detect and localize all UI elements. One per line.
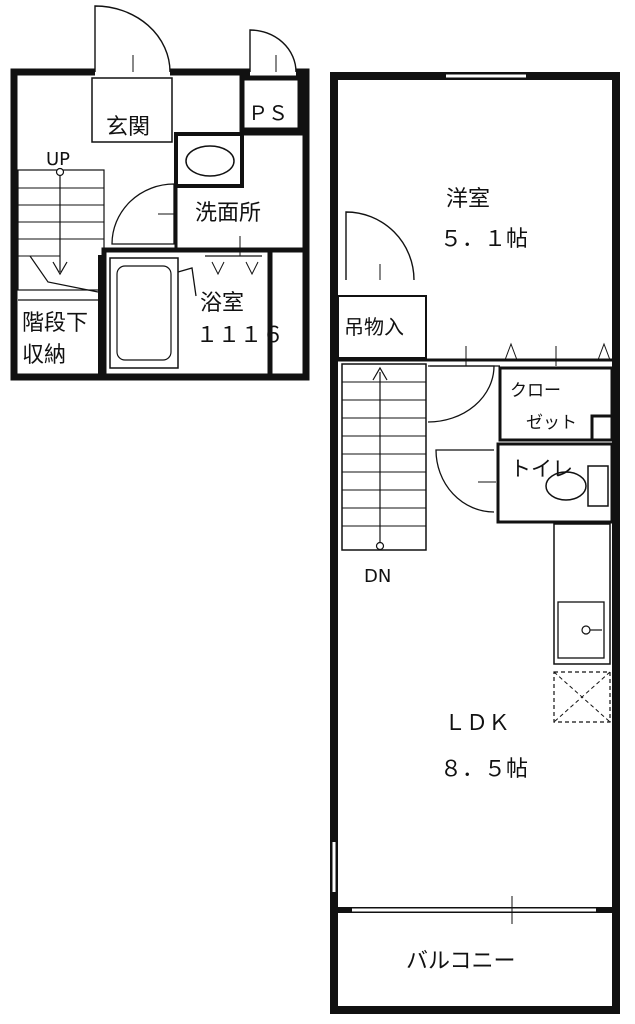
bathtub-inner — [116, 265, 172, 361]
western-room-size: ５．１帖 — [440, 227, 528, 252]
closet-label-line1: クロー — [510, 381, 561, 401]
washroom-door-swing — [111, 183, 175, 245]
toilet-label: トイレ — [510, 457, 573, 481]
toilet-bowl — [545, 471, 587, 501]
toilet-room — [496, 442, 614, 524]
ps-box — [239, 75, 303, 133]
floor1-side-column — [267, 247, 309, 380]
ps-door-swing — [249, 29, 297, 73]
balcony-label: バルコニー — [406, 949, 516, 974]
kitchen-counter — [553, 523, 611, 665]
floor2-plan — [330, 72, 620, 1014]
entrance-floor — [91, 77, 173, 143]
entrance-label: 玄関 — [106, 115, 150, 140]
ldk-label: ＬＤＫ — [444, 711, 510, 736]
washbasin-bowl — [185, 145, 235, 177]
ldk-size: ８．５帖 — [440, 757, 528, 782]
hanging-storage-box — [337, 295, 427, 359]
western-room-label: 洋室 — [446, 187, 490, 212]
kitchen-sink — [557, 601, 605, 659]
stairs-down-label: DN — [364, 566, 391, 587]
stairs-up-label: UP — [46, 149, 70, 170]
storage-label-line1: 階段下 — [22, 311, 88, 336]
ps-label: ＰＳ — [248, 101, 288, 125]
toilet-door-swing — [435, 449, 495, 513]
closet-label-line2: ゼット — [526, 413, 577, 433]
floor1-plan — [10, 5, 310, 381]
bathtub — [109, 257, 179, 369]
floor1-stairs — [17, 167, 105, 293]
refrigerator-space — [553, 671, 611, 723]
shower-fixture — [177, 267, 197, 297]
bath-size-label: １１１６ — [196, 323, 284, 348]
hanging-storage-label: 吊物入 — [344, 315, 404, 339]
washroom-label: 洗面所 — [195, 201, 261, 226]
floor2-outer-wall — [330, 72, 620, 1014]
toilet-tank — [587, 465, 609, 507]
closet-column — [590, 414, 614, 442]
closet-door-swing — [427, 365, 495, 423]
entrance-door-swing — [94, 5, 171, 73]
closet — [498, 366, 614, 442]
western-room-door-swing — [345, 211, 415, 281]
floor2-stairs — [341, 363, 427, 551]
bathroom-label: 浴室 — [200, 291, 244, 316]
storage-label-line2: 収納 — [22, 343, 66, 368]
